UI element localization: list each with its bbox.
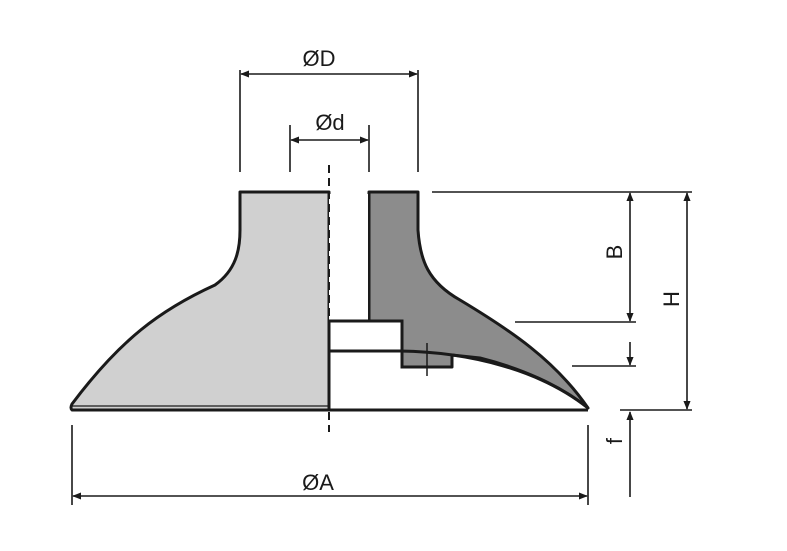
insert-groove — [400, 351, 452, 369]
center-bore — [329, 194, 368, 320]
cup-left-half — [69, 190, 331, 412]
oa-label: ØA — [302, 470, 334, 495]
b-label: B — [602, 245, 627, 260]
lip-curve — [329, 349, 589, 410]
cup-right-half — [367, 190, 590, 410]
f-label: f — [602, 437, 627, 444]
inner-cavity — [327, 319, 404, 353]
id-label: Ød — [315, 110, 344, 135]
od-label: ØD — [303, 46, 336, 71]
h-label: H — [659, 291, 684, 307]
